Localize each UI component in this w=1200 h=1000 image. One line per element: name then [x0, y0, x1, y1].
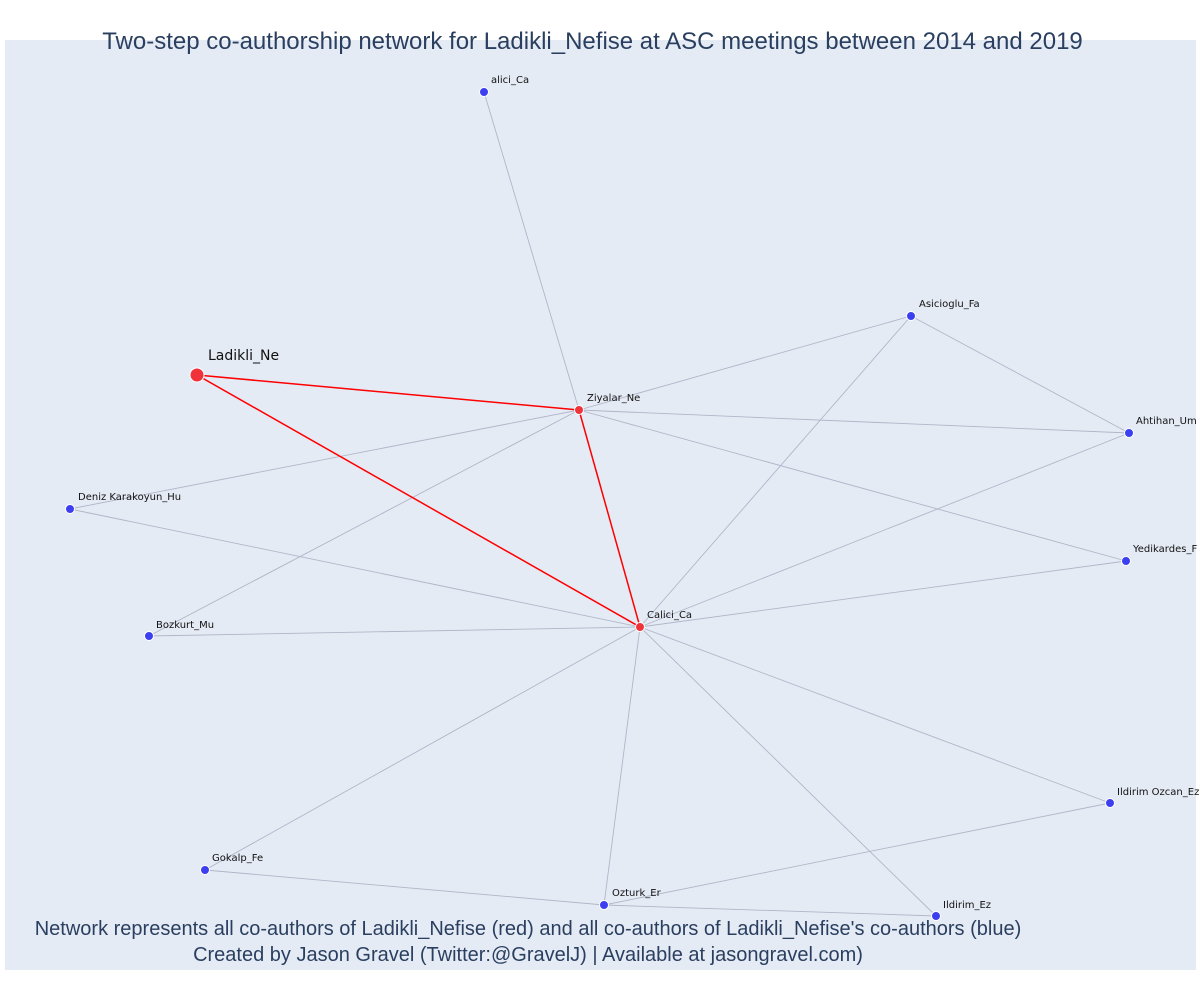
edge-ahtihan-ziyalar	[578, 409, 1130, 434]
node-label-gokalp: Gokalp_Fe	[212, 853, 263, 864]
edge-ladikli-calici	[196, 374, 641, 628]
node-ziyalar[interactable]	[574, 405, 584, 415]
chart-title: Two-step co-authorship network for Ladik…	[102, 28, 1083, 55]
edge-gokalp-ozturk	[204, 869, 605, 906]
node-calici[interactable]	[635, 622, 645, 632]
node-label-ildirim: Ildirim_Ez	[943, 900, 991, 911]
node-label-ziyalar: Ziyalar_Ne	[587, 393, 640, 404]
node-deniz[interactable]	[65, 504, 75, 514]
node-gokalp[interactable]	[200, 865, 210, 875]
node-asicioglu[interactable]	[906, 311, 916, 321]
edge-alici-ziyalar	[483, 91, 580, 411]
node-label-asicioglu: Asicioglu_Fa	[919, 299, 980, 310]
edge-asicioglu-calici	[639, 315, 912, 628]
node-ozturk[interactable]	[599, 900, 609, 910]
edges-layer	[69, 91, 1130, 917]
node-ildirim[interactable]	[931, 911, 941, 921]
node-label-calici: Calici_Ca	[647, 610, 692, 621]
edge-calici-ildirimozcan	[639, 626, 1111, 804]
node-label-yedikardes: Yedikardes_F	[1132, 544, 1197, 555]
edge-ahtihan-calici	[639, 432, 1130, 628]
edge-bozkurt-calici	[148, 626, 641, 637]
edge-ziyalar-deniz	[69, 409, 580, 510]
node-ladikli[interactable]	[189, 367, 205, 383]
edge-yedikardes-calici	[639, 560, 1127, 628]
caption-credit: Created by Jason Gravel (Twitter:@Gravel…	[193, 944, 863, 966]
node-label-ahtihan: Ahtihan_Um	[1136, 416, 1197, 427]
edge-ziyalar-calici	[578, 409, 641, 628]
edge-ladikli-ziyalar	[196, 374, 580, 411]
node-yedikardes[interactable]	[1121, 556, 1131, 566]
edge-deniz-calici	[69, 508, 641, 628]
edge-ziyalar-bozkurt	[148, 409, 580, 637]
plot-background	[5, 40, 1196, 970]
node-ahtihan[interactable]	[1124, 428, 1134, 438]
node-label-ozturk: Ozturk_Er	[612, 888, 662, 899]
node-alici[interactable]	[479, 87, 489, 97]
caption-description: Network represents all co-authors of Lad…	[34, 918, 1022, 940]
node-ildirimozcan[interactable]	[1105, 798, 1115, 808]
edge-asicioglu-ziyalar	[578, 315, 912, 411]
edge-calici-ildirim	[639, 626, 937, 917]
nodes-layer	[65, 87, 1134, 921]
node-label-ladikli: Ladikli_Ne	[208, 348, 279, 364]
edge-calici-ozturk	[603, 626, 641, 906]
edge-asicioglu-ahtihan	[910, 315, 1130, 434]
edge-ozturk-ildirim	[603, 904, 937, 917]
edge-ziyalar-yedikardes	[578, 409, 1127, 562]
edge-ozturk-ildirimozcan	[603, 802, 1111, 906]
edge-calici-gokalp	[204, 626, 641, 871]
node-bozkurt[interactable]	[144, 631, 154, 641]
node-label-ildirimozcan: Ildirim Ozcan_Ez	[1117, 787, 1199, 798]
node-label-bozkurt: Bozkurt_Mu	[156, 620, 214, 631]
node-label-deniz: Deniz Karakoyun_Hu	[78, 492, 181, 503]
node-label-alici: alici_Ca	[491, 75, 529, 86]
